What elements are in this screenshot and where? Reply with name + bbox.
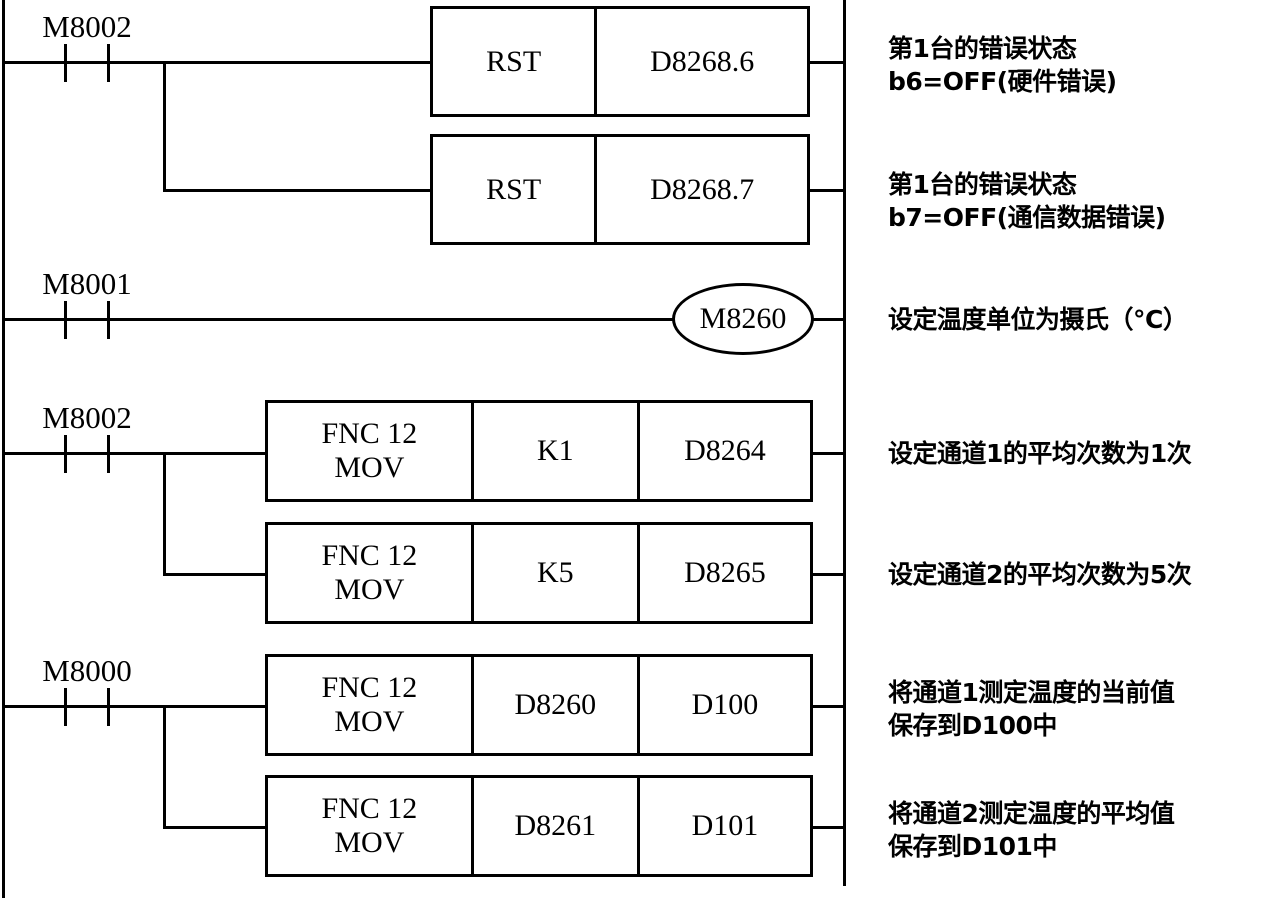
instruction-box-mov-d8260-d100[interactable]: FNC 12 MOV D8260 D100 [265,654,813,756]
rung-4-wire [2,705,267,708]
rung-3-branch-drop [163,452,166,576]
rung-3-note-2: 设定通道2的平均次数为5次 [888,560,1192,589]
contact-bar-left [64,301,67,339]
contact-bar-right [107,688,110,726]
contact-bar-right [107,44,110,82]
rung-4-exit-wire-2 [812,826,846,829]
rung-4-exit-wire-1 [812,705,846,708]
instruction-operand-1: D8268.7 [594,137,807,242]
instruction-box-mov-d8261-d101[interactable]: FNC 12 MOV D8261 D101 [265,775,813,877]
instruction-name: RST [486,172,542,206]
instruction-operand-1: D8261 [470,778,637,874]
instruction-box-mov-k5-d8265[interactable]: FNC 12 MOV K5 D8265 [265,522,813,624]
rung-1-wire [2,61,432,64]
instruction-name: FNC 12 MOV [321,792,418,859]
rung-1-note-1: 第1台的错误状态 b6=OFF(硬件错误) [888,34,1117,96]
instruction-operand-2: D100 [636,657,810,753]
contact-label: M8002 [42,400,132,435]
instruction-operand-1: D8260 [470,657,637,753]
instruction-name: RST [486,44,542,78]
contact-bar-left [64,44,67,82]
coil-m8260[interactable]: M8260 [672,283,814,355]
rung-3-wire [2,452,267,455]
instruction-name: FNC 12 MOV [321,417,418,484]
instruction-operand-2: D8264 [636,403,810,499]
instruction-operand-2: D8265 [636,525,810,621]
instruction-operand-1: K1 [470,403,637,499]
contact-m8002-rung1[interactable]: M8002 [42,11,132,82]
right-power-rail [843,0,846,886]
instruction-name: FNC 12 MOV [321,671,418,738]
rung-1-exit-wire-1 [809,61,846,64]
rung-4-note-1: 将通道1测定温度的当前值 保存到D100中 [888,678,1175,740]
contact-bar-left [64,688,67,726]
instruction-box-rst-d8268-6[interactable]: RST D8268.6 [430,6,810,117]
instruction-operand-1: K5 [470,525,637,621]
contact-m8001-rung2[interactable]: M8001 [42,268,132,339]
instruction-box-mov-k1-d8264[interactable]: FNC 12 MOV K1 D8264 [265,400,813,502]
rung-3-exit-wire-2 [812,573,846,576]
contact-label: M8000 [42,653,132,688]
rung-3-exit-wire-1 [812,452,846,455]
contact-m8000-rung4[interactable]: M8000 [42,655,132,726]
rung-2-exit-wire [812,318,846,321]
rung-3-branch-wire [163,573,267,576]
rung-3-note-1: 设定通道1的平均次数为1次 [888,439,1192,468]
rung-2-wire [2,318,678,321]
rung-4-branch-wire [163,826,267,829]
rung-4-note-2: 将通道2测定温度的平均值 保存到D101中 [888,799,1175,861]
rung-1-note-2: 第1台的错误状态 b7=OFF(通信数据错误) [888,170,1166,232]
contact-label: M8001 [42,266,132,301]
contact-label: M8002 [42,9,132,44]
rung-4-branch-drop [163,705,166,829]
contact-bar-left [64,435,67,473]
rung-1-branch-drop [163,61,166,192]
rung-1-branch-wire [163,189,432,192]
contact-bar-right [107,435,110,473]
rung-2-note: 设定温度单位为摄氏（°C） [888,305,1188,334]
instruction-box-rst-d8268-7[interactable]: RST D8268.7 [430,134,810,245]
contact-m8002-rung3[interactable]: M8002 [42,402,132,473]
instruction-operand-1: D8268.6 [594,9,807,114]
left-power-rail [2,0,5,898]
rung-1-exit-wire-2 [809,189,846,192]
instruction-name: FNC 12 MOV [321,539,418,606]
instruction-operand-2: D101 [636,778,810,874]
contact-bar-right [107,301,110,339]
